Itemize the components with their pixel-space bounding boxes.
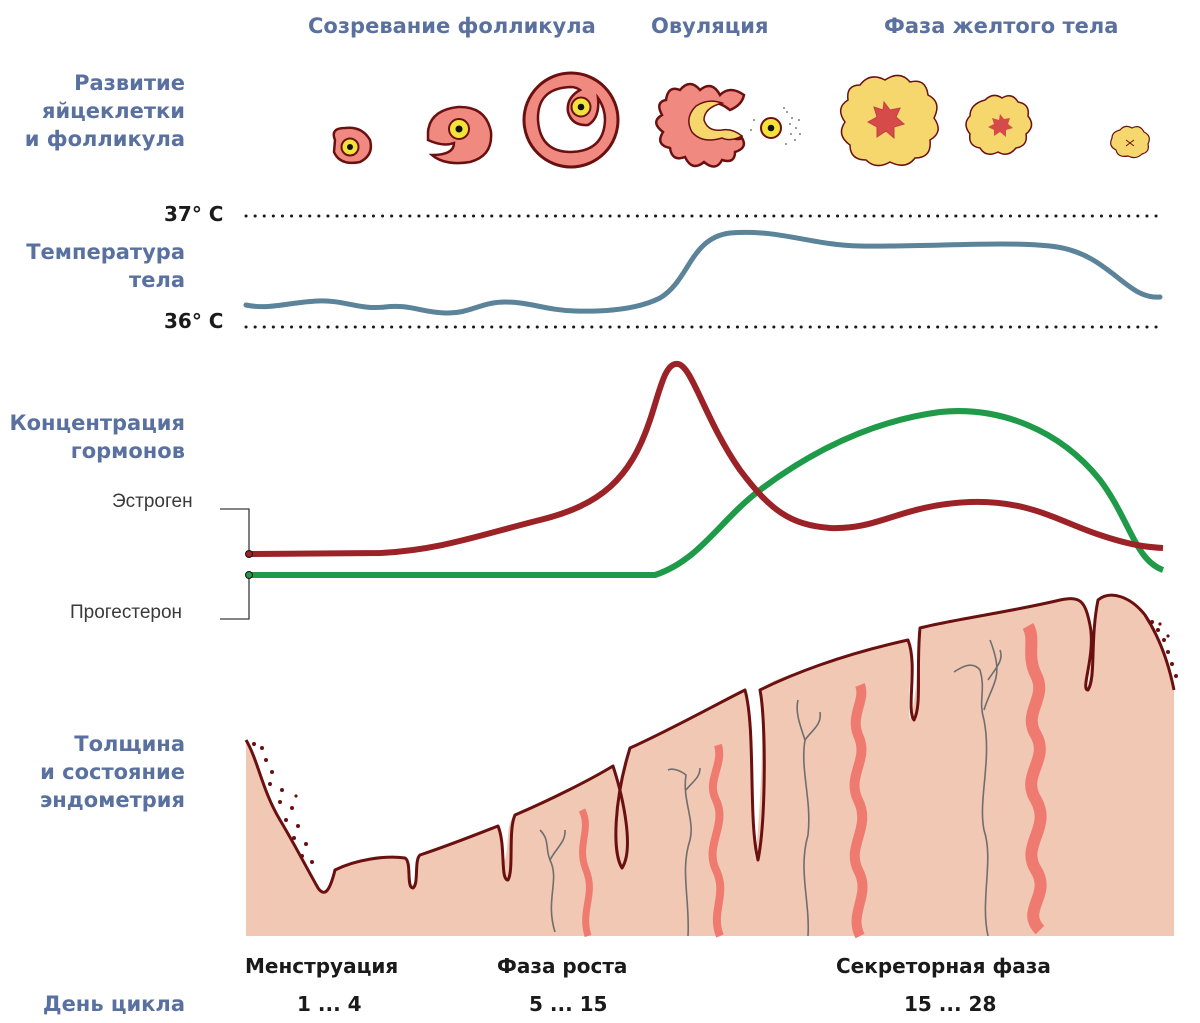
legend-progesterone-leader [220, 575, 250, 620]
days-menstruation: 1 ... 4 [297, 992, 362, 1016]
label-egg-development: Развитие яйцеклетки и фолликула [25, 69, 185, 153]
days-growth: 5 ... 15 [529, 992, 608, 1016]
phase-growth-label: Фаза роста [497, 954, 628, 978]
label-egg-line-3: и фолликула [24, 127, 185, 151]
label-hormone-line-2: гормонов [70, 439, 185, 463]
legend-estrogen: Эстроген [112, 491, 193, 512]
label-temp-line-1: Температура [26, 240, 185, 264]
endometrium-section [244, 593, 1178, 939]
label-endo-line-1: Толщина [74, 732, 185, 756]
label-temp-line-2: тела [129, 268, 185, 292]
corpus-luteum-medium [965, 94, 1033, 155]
endometrium-veins [539, 639, 1002, 937]
endometrium-tissue [246, 595, 1174, 936]
label-egg-line-2: яйцеклетки [41, 99, 185, 123]
label-hormone-line-1: Концентрация [9, 411, 185, 435]
phase-follicle-maturation: Созревание фолликула [308, 14, 596, 38]
follicle-tertiary [522, 71, 620, 169]
phase-ovulation: Овуляция [651, 14, 769, 38]
estrogen-curve [248, 361, 1164, 557]
progesterone-curve [249, 408, 1165, 578]
follicle-secondary [426, 105, 493, 165]
shedding-dots [252, 620, 1178, 864]
spiral-arteries [578, 623, 1047, 939]
label-endo-line-2: и состояние [40, 760, 185, 784]
label-endometrium: Толщина и состояние эндометрия [40, 730, 185, 814]
corpus-albicans [1110, 125, 1150, 159]
estrogen-start-dot [245, 550, 253, 558]
temperature-curve [243, 229, 1163, 316]
follicle-ovulating [655, 82, 801, 168]
progesterone-start-dot [245, 571, 253, 579]
label-body-temperature: Температура тела [26, 238, 185, 294]
legend-estrogen-leader [220, 508, 250, 554]
corpus-luteum-large [839, 74, 939, 167]
phase-corpus-luteum: Фаза желтого тела [884, 14, 1119, 38]
released-cells [750, 107, 801, 145]
temp-mark-36: 36° C [164, 309, 224, 333]
label-hormone-concentration: Концентрация гормонов [9, 409, 185, 465]
days-secretory: 15 ... 28 [904, 992, 997, 1016]
label-egg-line-1: Развитие [74, 71, 185, 95]
follicle-primary [332, 126, 373, 165]
label-endo-line-3: эндометрия [39, 788, 185, 812]
temp-mark-37: 37° C [164, 202, 224, 226]
legend-progesterone: Прогестерон [70, 602, 183, 623]
phase-menstruation-label: Менструация [245, 954, 399, 978]
endometrium-surface [244, 593, 1176, 894]
phase-secretory-label: Секреторная фаза [836, 954, 1051, 978]
label-cycle-day: День цикла [42, 992, 185, 1016]
